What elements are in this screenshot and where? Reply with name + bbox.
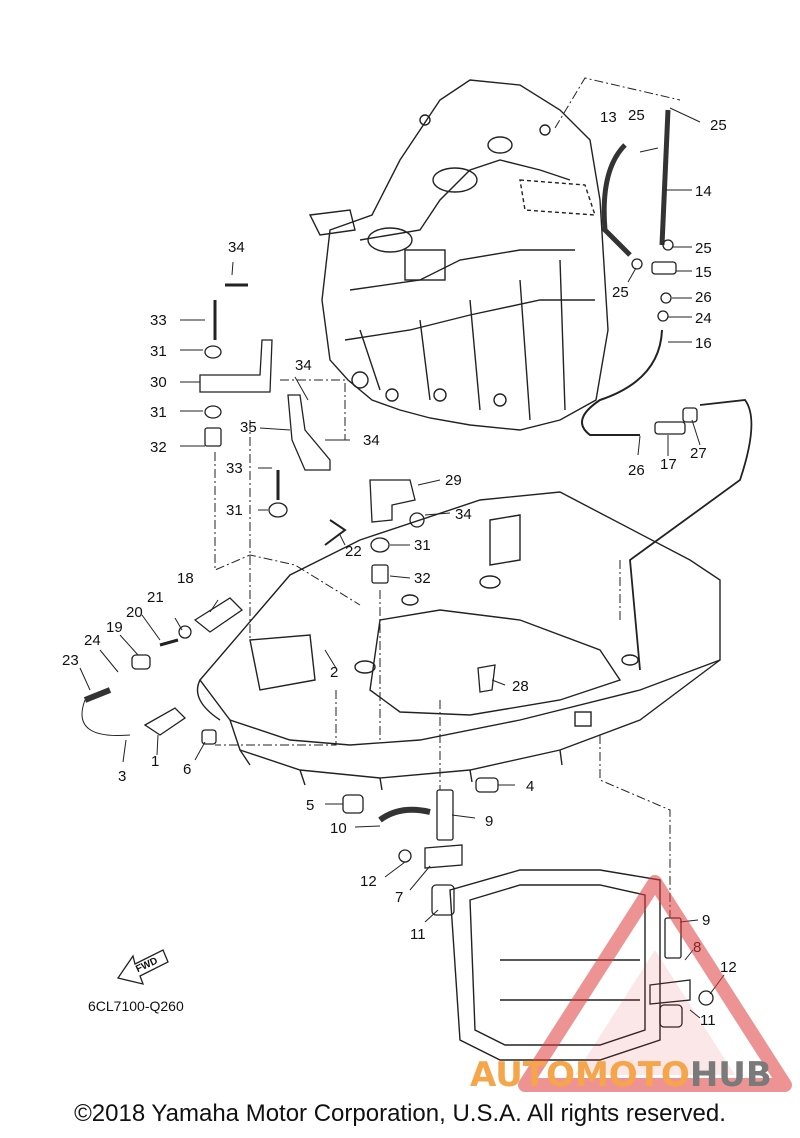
callout-11b: 11 — [700, 1012, 716, 1029]
callout-15: 15 — [695, 264, 712, 281]
callout-20: 20 — [126, 604, 143, 621]
callout-11a: 11 — [410, 926, 426, 943]
callout-31d: 31 — [414, 537, 431, 554]
callout-32a: 32 — [150, 439, 167, 456]
callout-18: 18 — [177, 570, 194, 587]
callout-25b: 25 — [710, 117, 727, 134]
callout-26a: 26 — [695, 289, 712, 306]
svg-text:AUTOMOTOHUB: AUTOMOTOHUB — [470, 1055, 772, 1095]
engine-block-illustration — [308, 79, 609, 431]
callout-numbers: 1 2 3 4 5 6 7 8 9 9 10 11 11 12 12 13 14… — [62, 107, 737, 1029]
callout-31c: 31 — [226, 502, 243, 519]
callout-34d: 34 — [455, 506, 472, 523]
bottom-cowling-illustration — [196, 491, 721, 791]
fwd-arrow: FWD — [116, 949, 169, 985]
callout-16: 16 — [695, 335, 712, 352]
callout-14: 14 — [695, 183, 712, 200]
callout-27: 27 — [690, 445, 707, 462]
callout-1: 1 — [151, 753, 159, 770]
callout-2: 2 — [330, 664, 338, 681]
callout-19: 19 — [106, 619, 123, 636]
small-parts-illustration — [81, 109, 753, 1028]
copyright-notice: ©2018 Yamaha Motor Corporation, U.S.A. A… — [74, 1100, 726, 1127]
callout-24a: 24 — [84, 632, 101, 649]
callout-4: 4 — [526, 778, 534, 795]
callout-17: 17 — [660, 456, 677, 473]
callout-33b: 33 — [226, 460, 243, 477]
callout-25c: 25 — [695, 240, 712, 257]
callout-34c: 34 — [363, 432, 380, 449]
callout-12b: 12 — [720, 959, 737, 976]
callout-3: 3 — [118, 768, 126, 785]
callout-28: 28 — [512, 678, 529, 695]
callout-31b: 31 — [150, 404, 167, 421]
callout-35: 35 — [240, 419, 257, 436]
callout-6: 6 — [183, 761, 191, 778]
callout-10: 10 — [330, 820, 347, 837]
callout-13: 13 — [600, 109, 617, 126]
diagram-code: 6CL7100-Q260 — [88, 998, 184, 1014]
callout-22: 22 — [345, 543, 362, 560]
watermark-text-automoto: AUTOMOTO — [470, 1055, 690, 1095]
lower-case-illustration — [449, 869, 661, 1061]
callout-24b: 24 — [695, 310, 712, 327]
watermark-text-hub: HUB — [690, 1055, 772, 1095]
callout-34a: 34 — [228, 239, 245, 256]
reference-lines — [214, 77, 681, 918]
callout-26b: 26 — [628, 462, 645, 479]
callout-29: 29 — [445, 472, 462, 489]
callout-25a: 25 — [628, 107, 645, 124]
leader-lines — [79, 107, 725, 1019]
callout-32b: 32 — [414, 570, 431, 587]
callout-31a: 31 — [150, 343, 167, 360]
callout-30: 30 — [150, 374, 167, 391]
callout-9b: 9 — [702, 912, 710, 929]
callout-21: 21 — [147, 589, 164, 606]
callout-34b: 34 — [295, 357, 312, 374]
callout-33a: 33 — [150, 312, 167, 329]
callout-23: 23 — [62, 652, 79, 669]
watermark-triangle-icon — [518, 875, 792, 1092]
callout-7: 7 — [395, 889, 403, 906]
callout-9a: 9 — [485, 813, 493, 830]
callout-25d: 25 — [612, 284, 629, 301]
callout-5: 5 — [306, 797, 314, 814]
callout-12a: 12 — [360, 873, 377, 890]
watermark-logo: AUTOMOTOHUB — [470, 875, 792, 1095]
